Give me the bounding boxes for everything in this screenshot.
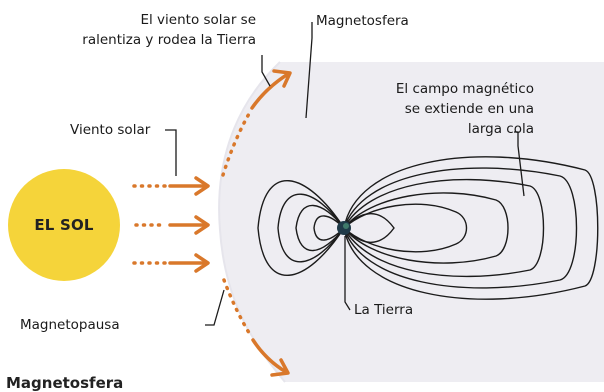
label-field-line2: se extiende en una [404, 101, 534, 117]
leader-magnetopause [205, 289, 225, 326]
field-line-tail-2 [343, 203, 468, 253]
leader-wind-slows [261, 55, 271, 87]
solar-wind-arrow-top [132, 176, 210, 196]
label-field-line3: larga cola [467, 121, 534, 137]
label-field-extends: El campo magnético se extiende en una la… [384, 79, 534, 139]
deflected-wind-arrow-top [221, 69, 292, 177]
leader-field [514, 131, 525, 197]
deflected-wind-arrow-bottom [222, 278, 290, 377]
solar-wind-arrow-middle [134, 215, 210, 235]
label-solar-wind: Viento solar [70, 122, 151, 138]
leader-magnetosphere [305, 22, 313, 119]
field-line-day-1 [313, 215, 345, 241]
label-earth: La Tierra [354, 302, 414, 318]
solar-wind-arrows [132, 69, 292, 377]
field-line-tail-5 [343, 167, 578, 289]
bottom-title: Magnetosfera [6, 374, 124, 392]
sun-label: EL SOL [34, 216, 94, 234]
leader-earth [344, 236, 351, 311]
leader-solar-wind [165, 129, 177, 176]
field-line-tail-4 [343, 178, 545, 278]
field-line-day-4 [257, 180, 345, 276]
label-magnetopause: Magnetopausa [20, 317, 120, 333]
field-line-day-3 [277, 193, 345, 263]
field-line-day-2 [295, 204, 345, 252]
magnetosphere-region [219, 62, 604, 382]
sun [8, 169, 120, 281]
label-wind-slows-line1: El viento solar se [140, 12, 256, 28]
magnetic-field-lines [257, 156, 599, 300]
leader-lines [165, 22, 525, 326]
label-wind-slows-line2: ralentiza y rodea la Tierra [82, 32, 256, 48]
earth-highlight [343, 223, 349, 229]
label-magnetosphere: Magnetosfera [316, 13, 409, 29]
solar-wind-arrow-bottom [132, 253, 210, 273]
field-line-tail-6 [343, 156, 599, 300]
label-field-line1: El campo magnético [395, 81, 534, 97]
field-line-tail-3 [343, 192, 509, 264]
label-wind-slows: El viento solar se ralentiza y rodea la … [60, 10, 256, 50]
